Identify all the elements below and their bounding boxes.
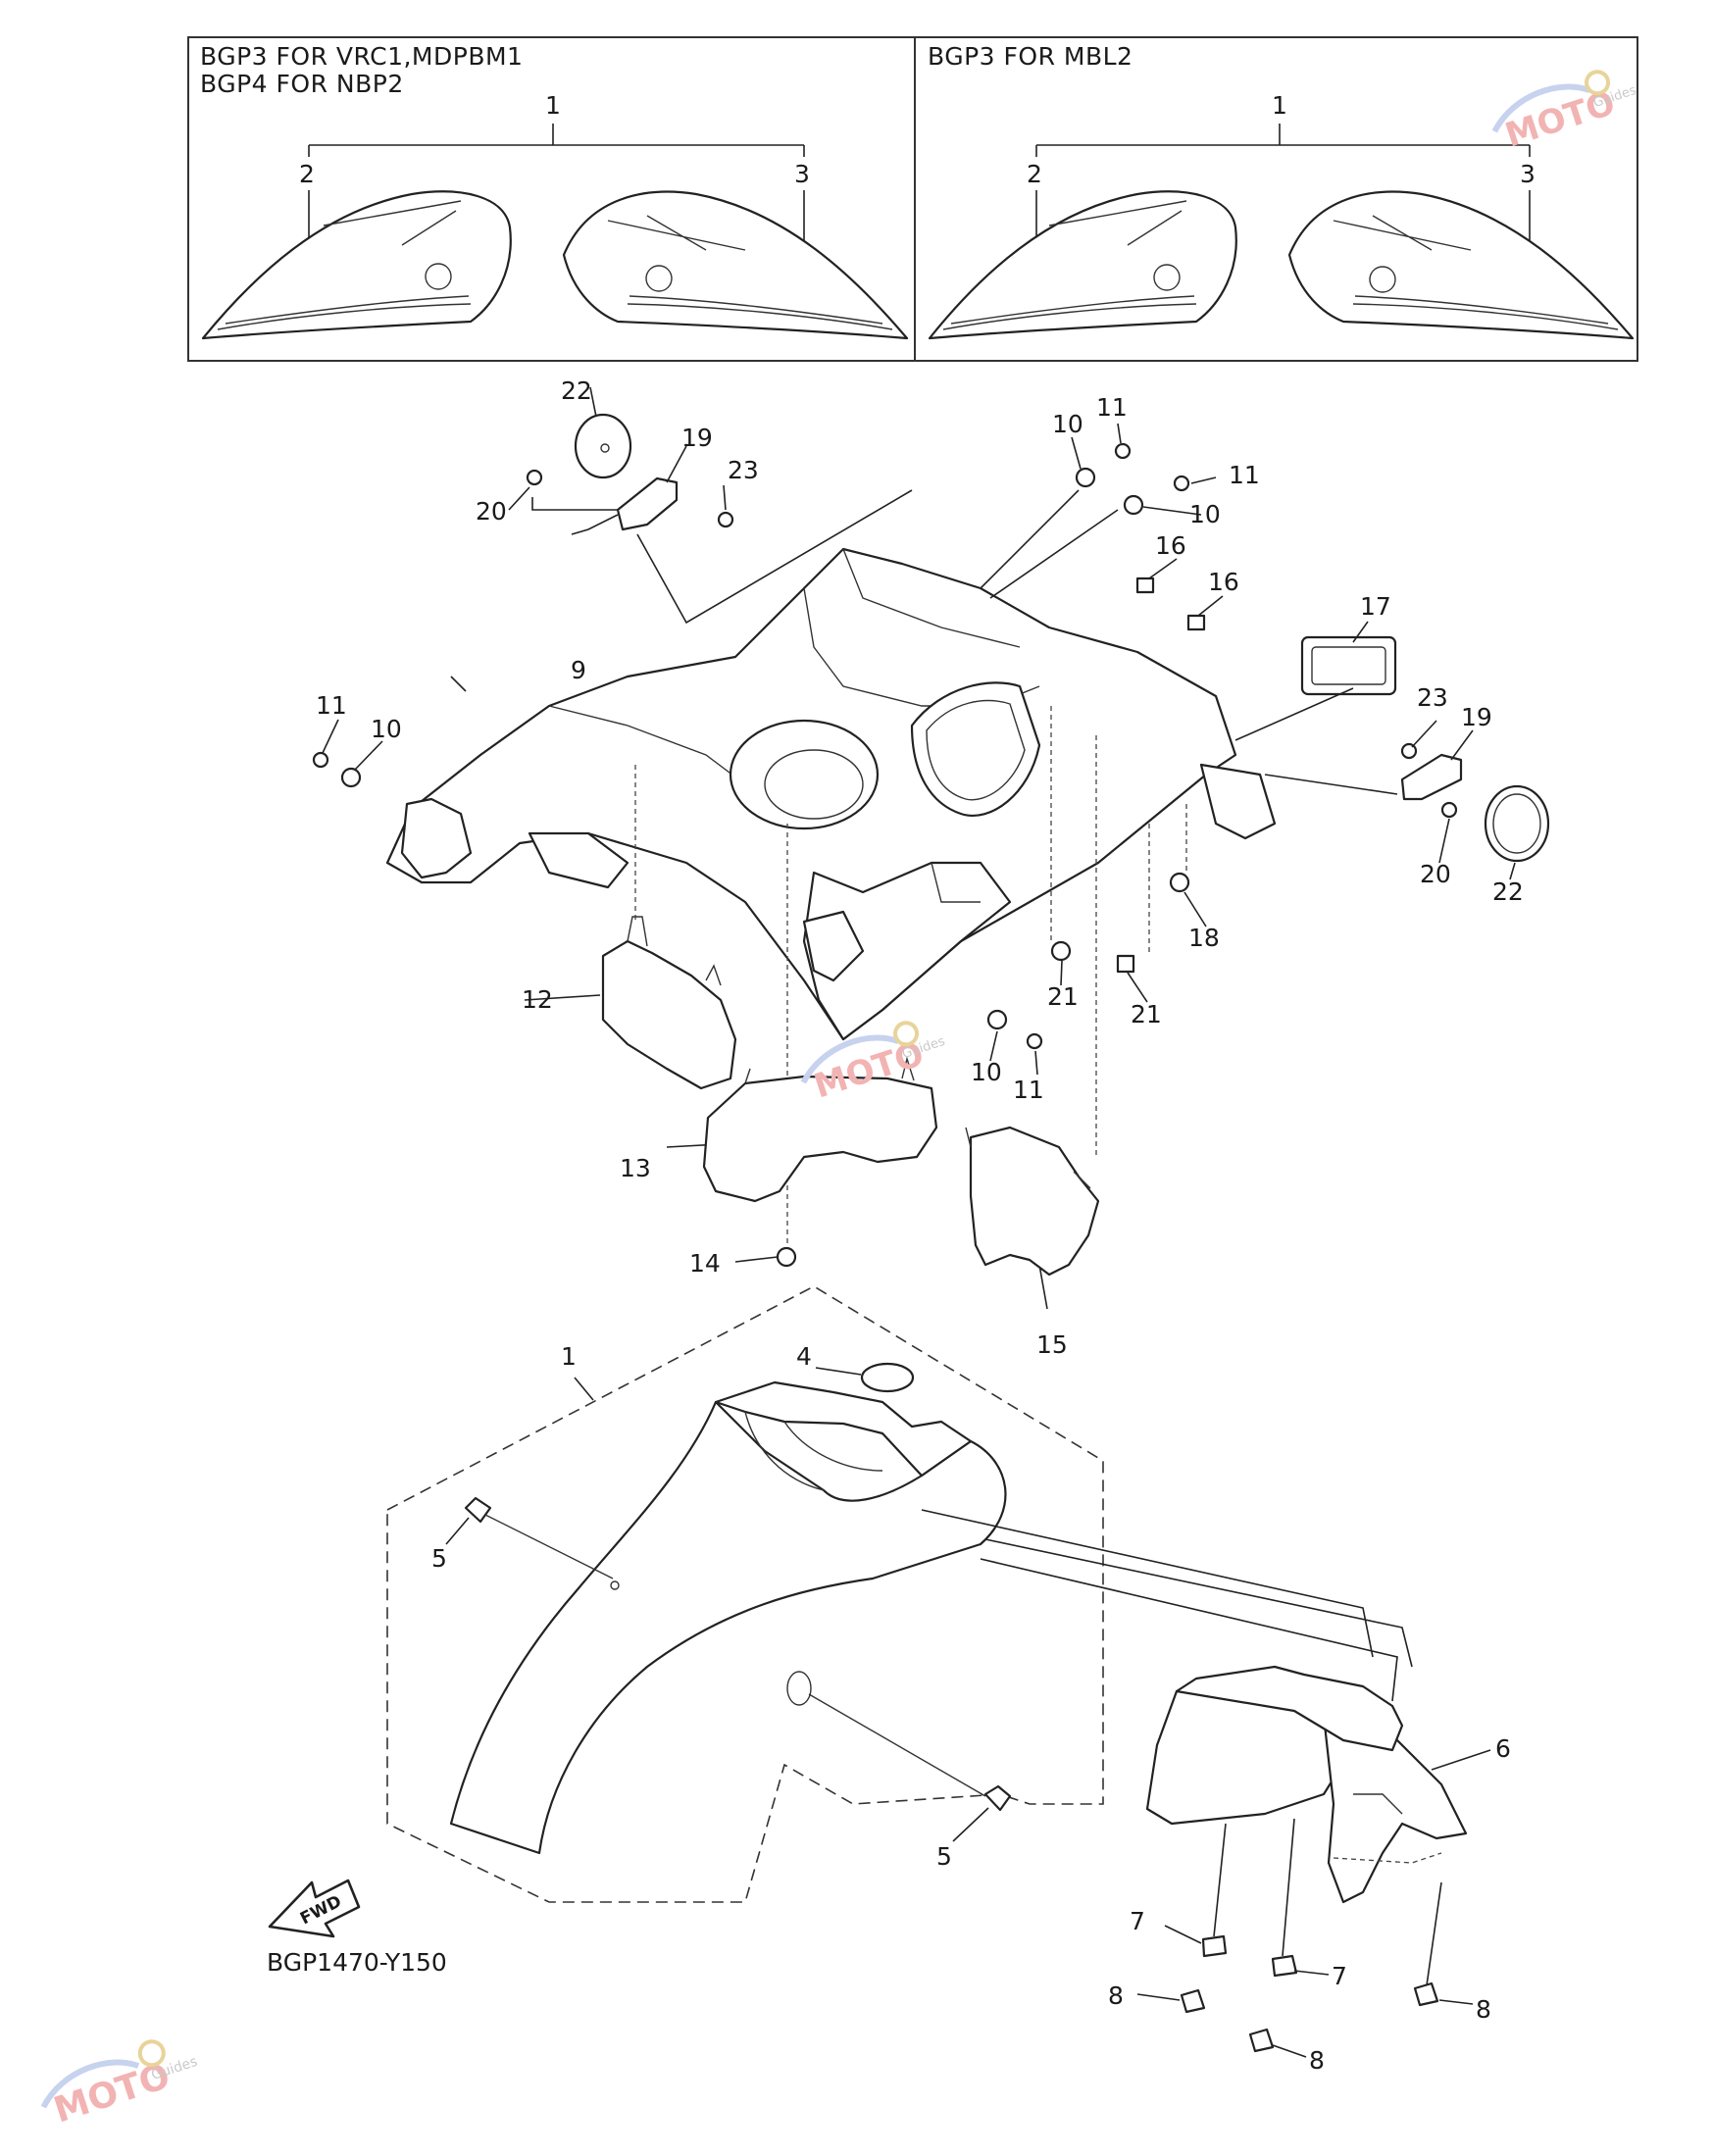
diagram-code: BGP1470-Y150 [267, 1948, 447, 1977]
callout-22: 22 [561, 376, 592, 405]
callout-13: 13 [620, 1154, 651, 1182]
callout-21: 21 [1131, 1000, 1162, 1028]
bracket-top [616, 476, 679, 531]
rubber-plug [860, 1362, 915, 1393]
callout-16: 16 [1155, 531, 1186, 560]
inset-left-lens-left [201, 190, 512, 340]
inset-left-label-1: 1 [545, 91, 561, 120]
callout-4: 4 [796, 1342, 812, 1371]
inset-left-label-2: 2 [299, 160, 315, 188]
reflector-right [1484, 784, 1550, 863]
inset-left-header-2: BGP4 FOR NBP2 [200, 70, 404, 98]
cover-13 [702, 1056, 938, 1203]
callout-10: 10 [1189, 500, 1221, 528]
callout-18: 18 [1188, 924, 1220, 952]
callout-22: 22 [1492, 877, 1524, 906]
callout-11: 11 [1013, 1076, 1044, 1104]
callout-6: 6 [1495, 1734, 1511, 1763]
inset-panel: BGP3 FOR VRC1,MDPBM1 BGP4 FOR NBP2 BGP3 … [187, 36, 1638, 362]
callout-9: 9 [571, 656, 586, 684]
callout-11: 11 [1229, 461, 1260, 489]
front-fender-group [386, 1285, 1104, 1903]
callout-11: 11 [1096, 393, 1128, 422]
inset-right-label-2: 2 [1027, 160, 1042, 188]
callout-5: 5 [936, 1842, 952, 1871]
inset-right-lens-left [928, 190, 1237, 340]
inset-left-header-1: BGP3 FOR VRC1,MDPBM1 [200, 42, 523, 71]
callout-16: 16 [1208, 568, 1239, 596]
callout-8: 8 [1108, 1981, 1124, 2010]
callout-21: 21 [1047, 982, 1079, 1011]
watermark-top-right: MOTO Guides [1491, 70, 1638, 156]
callout-20: 20 [476, 497, 507, 526]
callout-14: 14 [689, 1249, 721, 1278]
cover-15 [965, 1126, 1100, 1277]
callout-7: 7 [1130, 1907, 1145, 1935]
callout-20: 20 [1420, 860, 1451, 888]
inset-right-label-1: 1 [1272, 91, 1287, 120]
callout-23: 23 [1417, 683, 1448, 712]
callout-10: 10 [971, 1058, 1002, 1086]
callout-8: 8 [1309, 2046, 1325, 2075]
callout-12: 12 [522, 985, 553, 1014]
inset-right-lens-right [1287, 190, 1635, 340]
watermark-bottom-left: MOTO Guides [40, 2039, 199, 2131]
callout-10: 10 [371, 715, 402, 743]
callouts: 22 19 23 20 10 11 11 10 16 16 17 9 11 10… [316, 376, 1524, 2075]
reflector-top [574, 413, 632, 479]
inner-panel-assembly [385, 547, 1277, 1041]
mudflap-6 [921, 1509, 1491, 2058]
cover-12 [601, 916, 737, 1090]
callout-7: 7 [1332, 1962, 1347, 1990]
callout-19: 19 [1461, 703, 1492, 731]
hardware [312, 386, 1550, 1310]
inset-left-lens-right [562, 190, 909, 340]
callout-1: 1 [561, 1342, 577, 1371]
callout-19: 19 [681, 424, 713, 452]
callout-15: 15 [1036, 1330, 1068, 1359]
inset-right-header: BGP3 FOR MBL2 [928, 42, 1133, 71]
callout-11: 11 [316, 691, 347, 720]
callout-8: 8 [1476, 1995, 1491, 2024]
inset-right-label-3: 3 [1520, 160, 1536, 188]
bracket-right [1400, 753, 1463, 801]
callout-23: 23 [728, 456, 759, 484]
inset-left-label-3: 3 [794, 160, 810, 188]
fwd-arrow: FWD [268, 1879, 361, 1938]
reflector-rear [1300, 635, 1397, 696]
callout-10: 10 [1052, 410, 1083, 438]
callout-5: 5 [431, 1544, 447, 1573]
callout-17: 17 [1360, 592, 1391, 621]
